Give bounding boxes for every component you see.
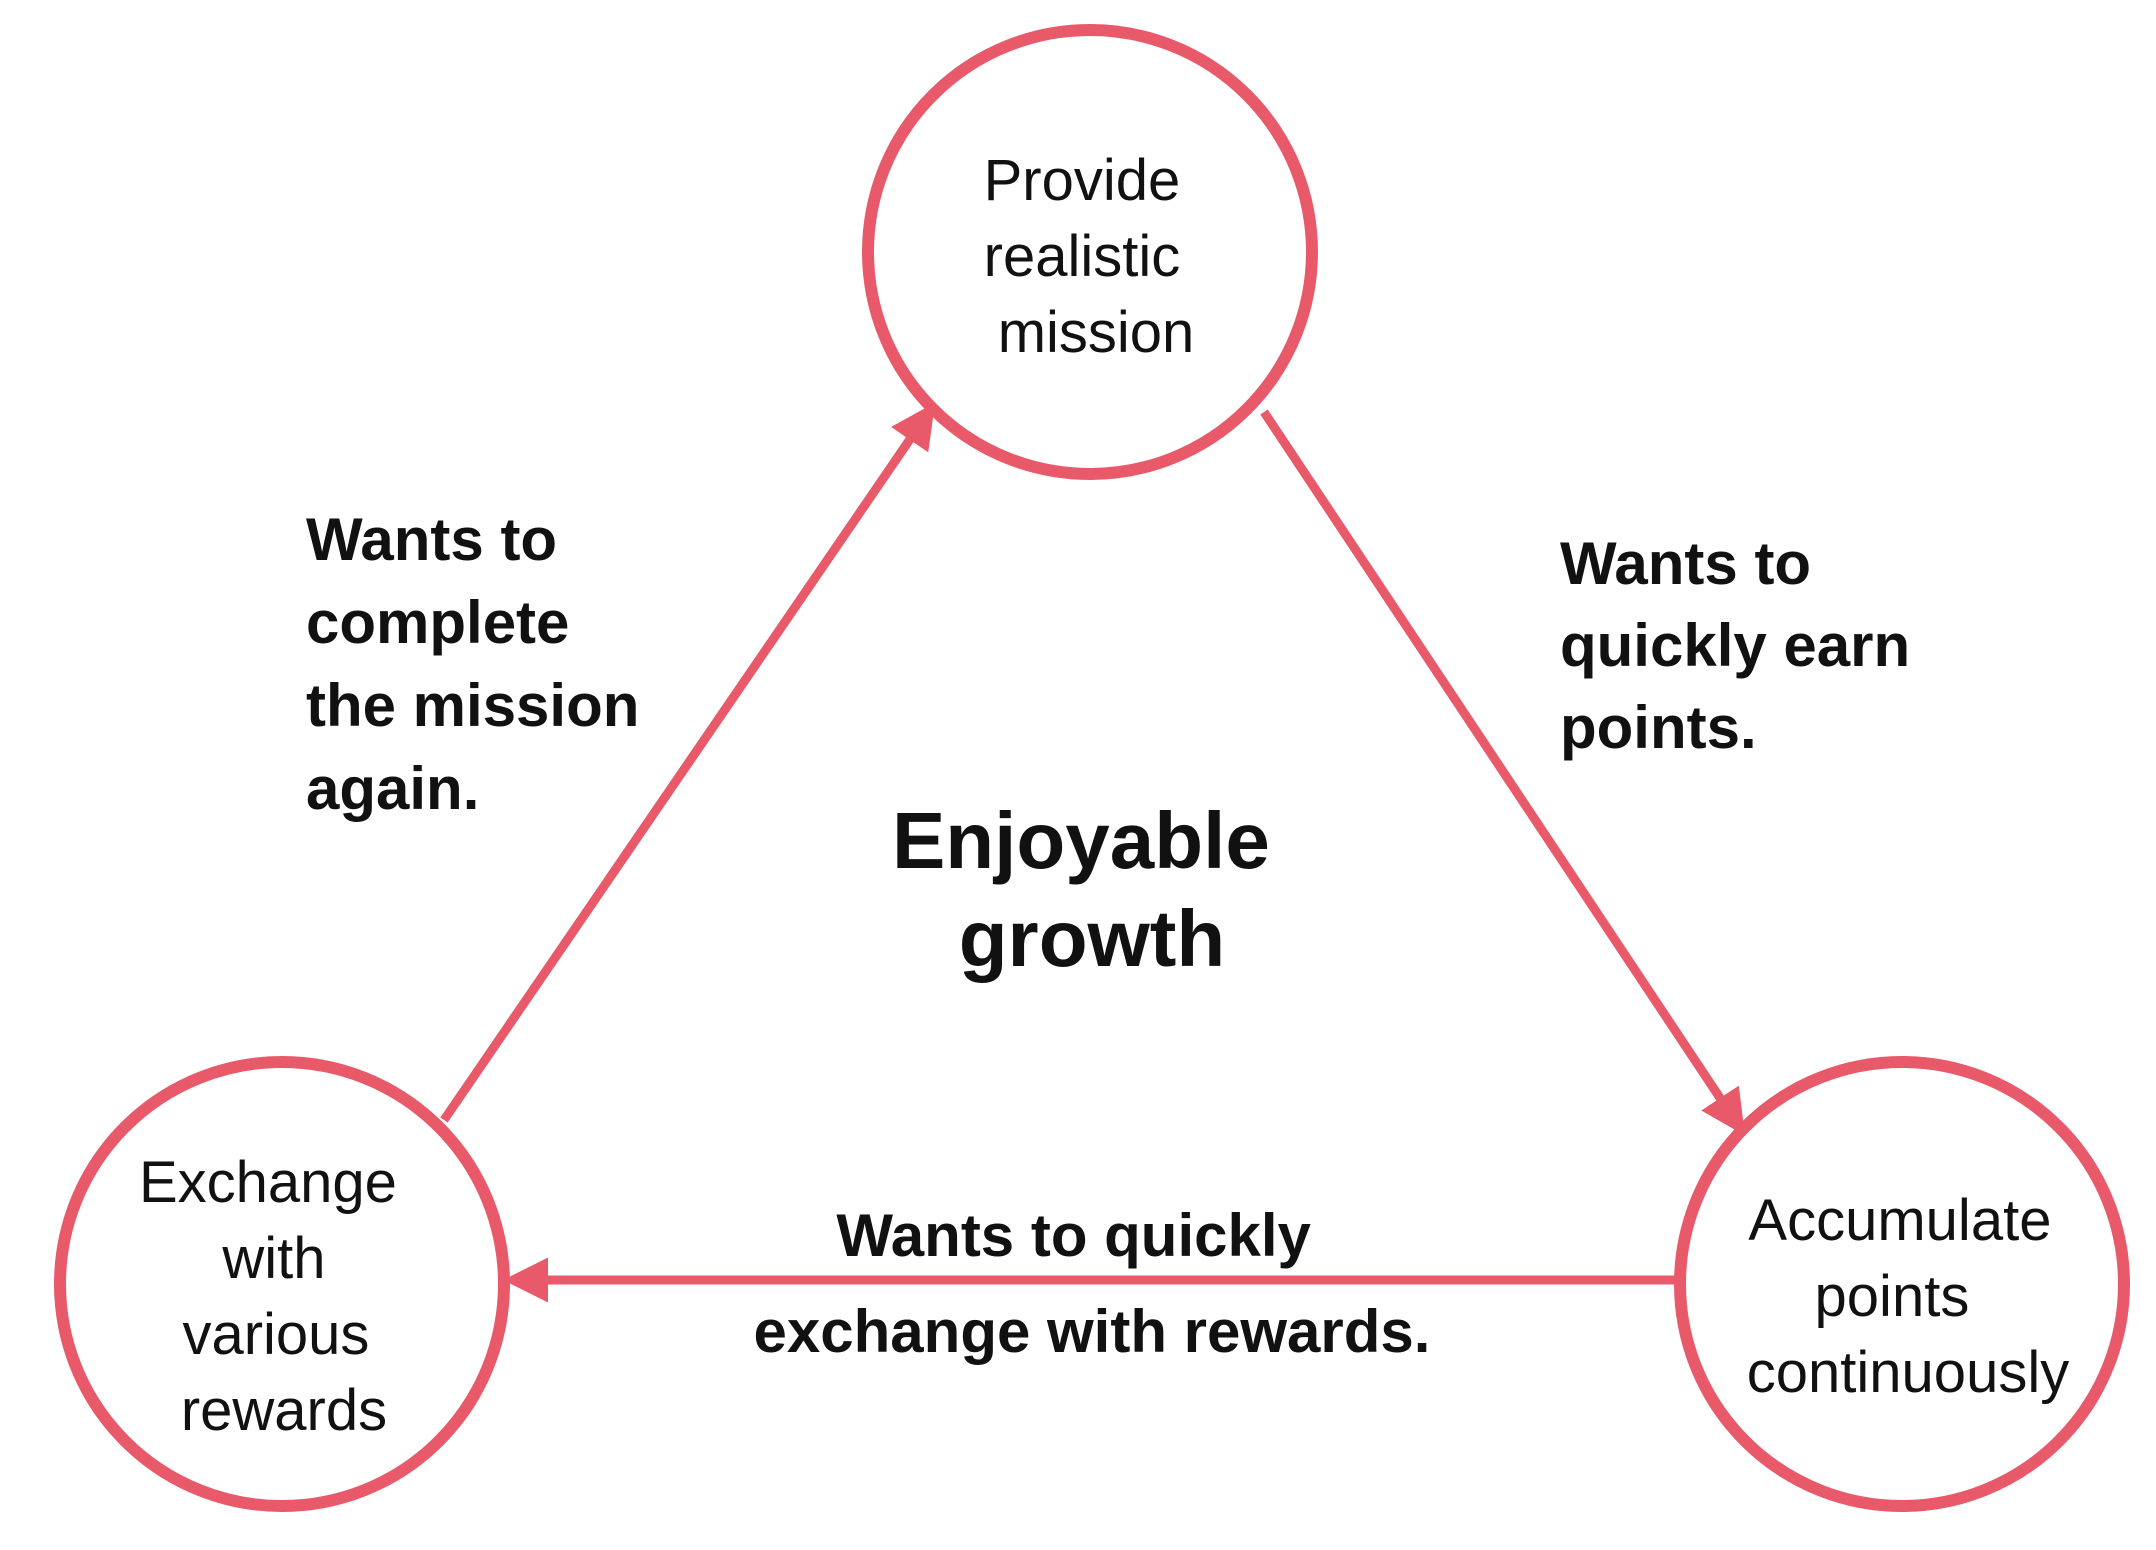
node-top-line: mission: [998, 300, 1195, 365]
node-left-line: Exchange: [139, 1150, 397, 1215]
node-right-circle: [1674, 1056, 2130, 1512]
edge-top-to-right-line: Wants to: [1560, 530, 1811, 597]
node-top-line: realistic: [984, 224, 1181, 289]
edge-left-to-top-line: Wants to: [306, 506, 557, 573]
node-right-line: continuously: [1747, 1340, 2069, 1405]
node-top-line: Provide: [984, 148, 1181, 213]
edge-left-to-top-line: the mission: [306, 672, 639, 739]
node-left-line: with: [221, 1226, 325, 1291]
node-left-label: Exchange with various rewards: [139, 1150, 413, 1443]
edge-top-to-right-line: quickly earn: [1560, 612, 1910, 679]
edge-right-to-left-line: exchange with rewards.: [754, 1298, 1431, 1365]
center-title-line: growth: [959, 894, 1226, 983]
node-left-line: various: [182, 1302, 369, 1367]
node-right-label: Accumulate points continuously: [1747, 1188, 2069, 1405]
edge-left-to-top-label: Wants to complete the mission again.: [306, 506, 656, 822]
arrow-top-to-right: [1260, 409, 1745, 1136]
edge-top-to-right-line: points.: [1560, 694, 1757, 761]
node-left-line: rewards: [181, 1378, 387, 1443]
edge-left-to-top-line: again.: [306, 755, 479, 822]
edge-right-to-left-line: Wants to quickly: [836, 1202, 1311, 1269]
edge-left-to-top-line: complete: [306, 589, 569, 656]
node-right-line: points: [1815, 1264, 1970, 1329]
center-title-line: Enjoyable: [892, 796, 1270, 885]
node-right-line: Accumulate: [1748, 1188, 2051, 1253]
edge-top-to-right-label: Wants to quickly earn points.: [1560, 530, 1927, 761]
edge-right-to-left-label: Wants to quickly exchange with rewards.: [754, 1202, 1431, 1365]
node-top-label: Provide realistic mission: [984, 148, 1197, 365]
node-top-circle: [862, 24, 1318, 480]
node-left-circle: [54, 1056, 510, 1512]
arrow-left-to-top: [440, 402, 936, 1123]
center-title: Enjoyable growth: [892, 796, 1292, 983]
